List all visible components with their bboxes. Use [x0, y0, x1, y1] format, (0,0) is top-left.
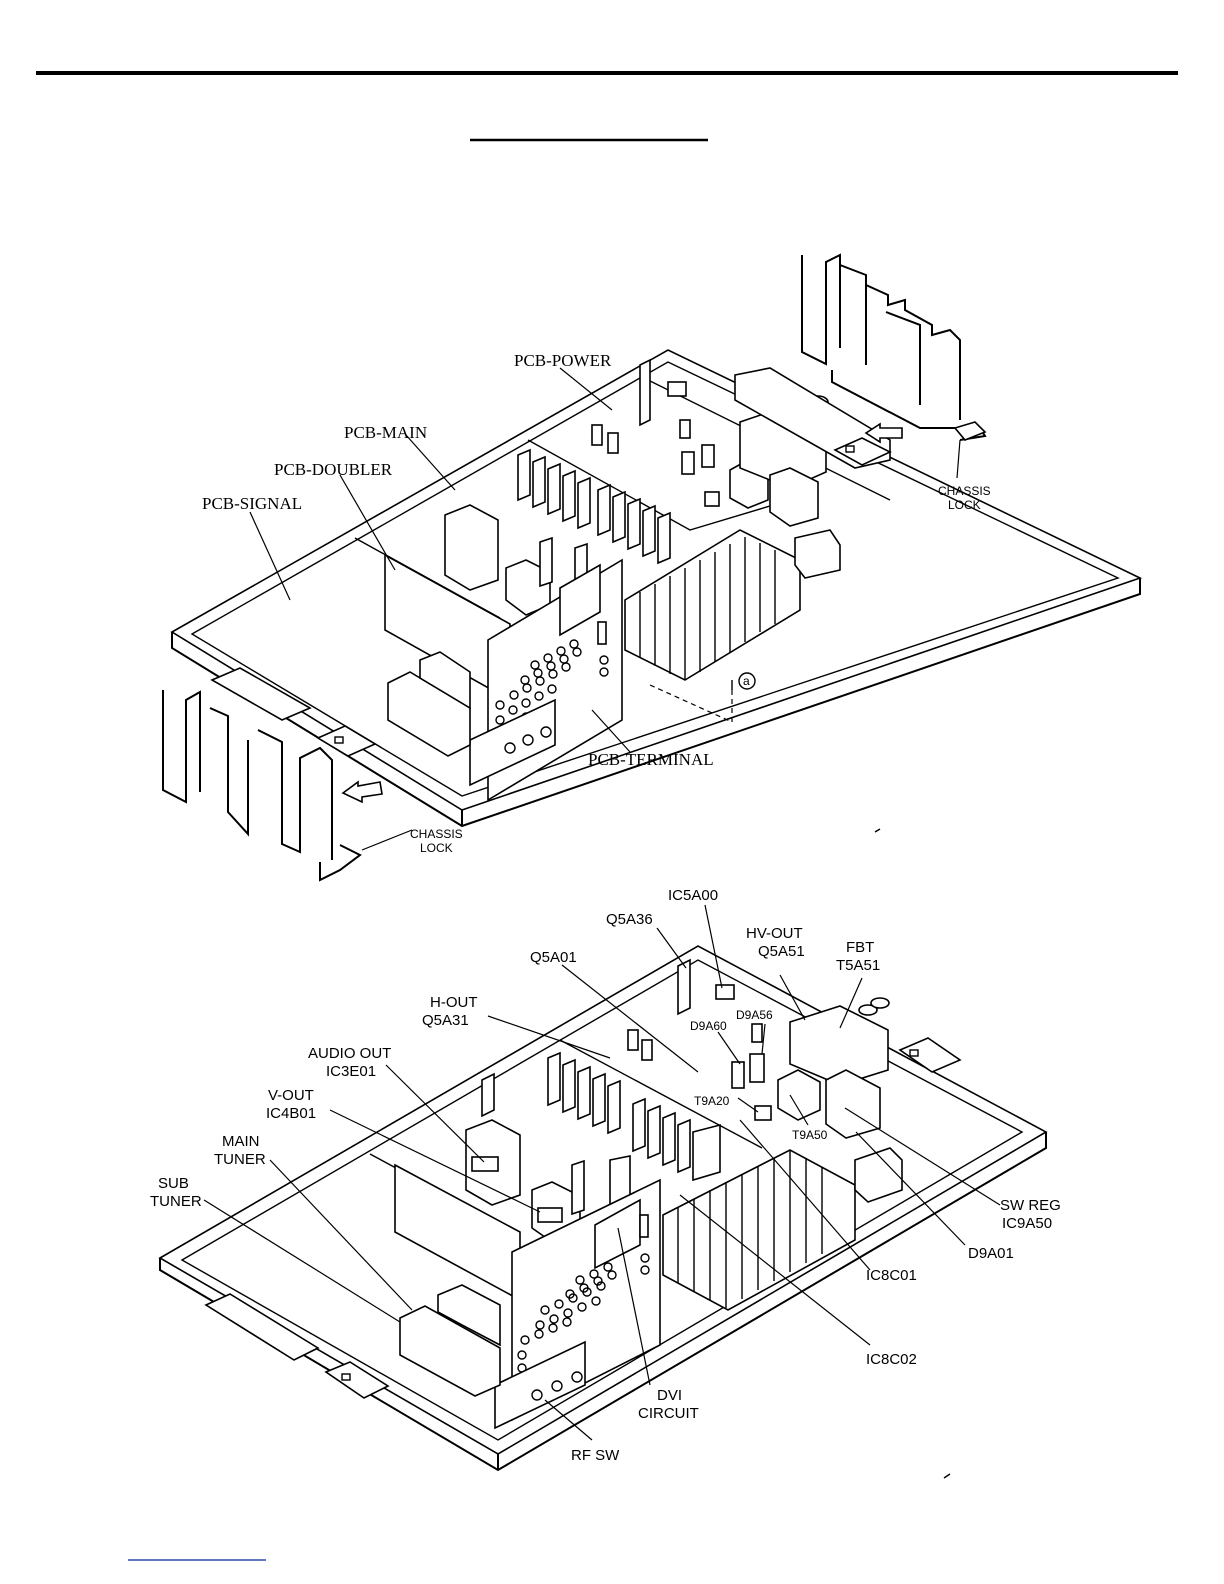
label-d9a01: D9A01	[968, 1245, 1014, 1262]
label-pcb-terminal: PCB-TERMINAL	[588, 750, 714, 769]
label-dvi: DVI	[657, 1387, 682, 1404]
label-h-out: H-OUT	[430, 994, 478, 1011]
label-d9a56: D9A56	[736, 1008, 773, 1022]
label-hv-out: HV-OUT	[746, 925, 803, 942]
callout-a: a	[743, 674, 750, 688]
label-hv-out-q5a51: Q5A51	[758, 943, 805, 960]
label-pcb-doubler: PCB-DOUBLER	[274, 460, 393, 479]
label-v-out: V-OUT	[268, 1087, 314, 1104]
label-h-out-q5a31: Q5A31	[422, 1012, 469, 1029]
label-sw-reg-ic9a50: IC9A50	[1002, 1215, 1052, 1232]
label-chassis-lock-left: CHASSIS	[410, 827, 463, 841]
label-dvi-circuit: CIRCUIT	[638, 1405, 699, 1422]
label-fbt-t5a51: T5A51	[836, 957, 880, 974]
bottom-chassis-diagram: IC5A00 Q5A36 HV-OUT Q5A51 FBT T5A51 Q5A0…	[150, 887, 1061, 1478]
label-audio-out-ic3e01: IC3E01	[326, 1063, 376, 1080]
label-main-tuner-2: TUNER	[214, 1151, 266, 1168]
label-pcb-main: PCB-MAIN	[344, 423, 427, 442]
label-rf-sw: RF SW	[571, 1447, 620, 1464]
label-v-out-ic4b01: IC4B01	[266, 1105, 316, 1122]
label-ic8c01: IC8C01	[866, 1267, 917, 1284]
label-chassis-lock-left-2: LOCK	[420, 841, 453, 855]
label-pcb-power: PCB-POWER	[514, 351, 612, 370]
label-pcb-signal: PCB-SIGNAL	[202, 494, 302, 513]
label-ic8c02: IC8C02	[866, 1351, 917, 1368]
top-chassis-diagram: a	[163, 255, 1140, 880]
label-d9a60: D9A60	[690, 1019, 727, 1033]
label-audio-out: AUDIO OUT	[308, 1045, 391, 1062]
label-main-tuner: MAIN	[222, 1133, 260, 1150]
label-q5a01: Q5A01	[530, 949, 577, 966]
label-fbt: FBT	[846, 939, 874, 956]
label-sub-tuner: SUB	[158, 1175, 189, 1192]
label-sw-reg: SW REG	[1000, 1197, 1061, 1214]
label-ic5a00: IC5A00	[668, 887, 718, 904]
label-q5a36: Q5A36	[606, 911, 653, 928]
label-t9a20: T9A20	[694, 1094, 730, 1108]
label-chassis-lock-right: CHASSIS	[938, 484, 991, 498]
label-chassis-lock-right-2: LOCK	[948, 498, 981, 512]
label-sub-tuner-2: TUNER	[150, 1193, 202, 1210]
label-t9a50: T9A50	[792, 1128, 828, 1142]
